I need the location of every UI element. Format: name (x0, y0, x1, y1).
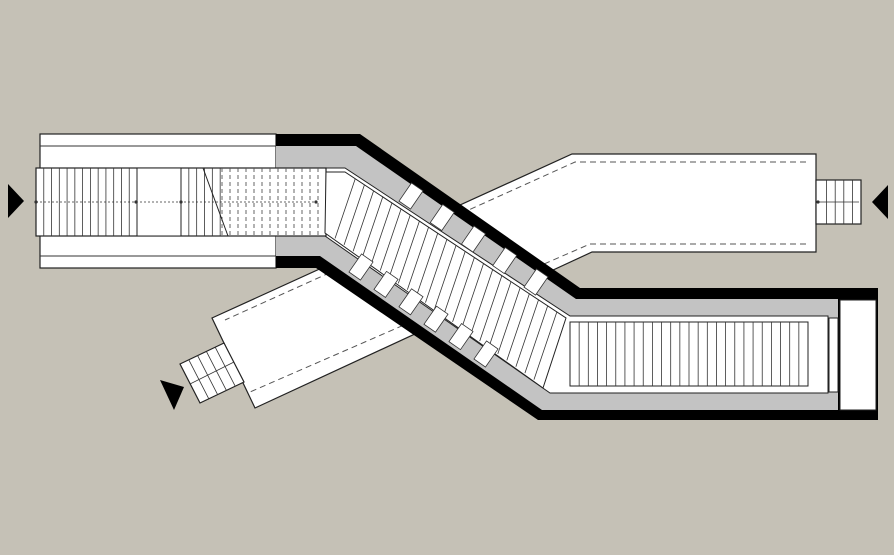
stair-diagonal-tread (370, 203, 393, 265)
stair-diagonal-treads (334, 178, 558, 380)
column-lower (373, 270, 399, 298)
stair-diagonal-tread (361, 197, 384, 258)
stair-west-walkline-dot-3 (179, 200, 183, 204)
column-upper (429, 203, 455, 232)
stair-diagonal-tread (524, 305, 549, 374)
column-upper (398, 182, 424, 210)
stair-east-small-walkline-dot (816, 200, 820, 204)
stair-diagonal-tread (425, 239, 448, 303)
columns-lower-row (348, 253, 499, 368)
entrance-west-arrow (8, 184, 24, 218)
column-lower (448, 323, 474, 351)
stair-diagonal-tread (515, 299, 539, 367)
stair-diagonal (324, 171, 567, 389)
stair-diagonal-tread (343, 184, 365, 245)
stair-west-walkline-dot-4 (314, 200, 318, 204)
east-end-window (828, 317, 839, 393)
stair-west-break-line (202, 167, 229, 237)
column-lower (423, 305, 449, 333)
stair-diagonal-tread (388, 215, 411, 278)
stair-diagonal-tread (533, 311, 558, 380)
stair-east-corridor-treads (578, 322, 800, 386)
stair-diagonal-outline (324, 171, 567, 389)
stair-diagonal-tread (488, 281, 512, 348)
stair-west (34, 167, 327, 237)
column-upper (492, 246, 518, 275)
stair-west-walkline-dot-2 (134, 200, 138, 204)
entrance-east-arrow (872, 185, 888, 219)
stair-west-hidden-treads (221, 168, 319, 236)
stair-diagonal-tread (506, 293, 530, 361)
stair-west-walkline-dot-1 (34, 200, 38, 204)
stair-diagonal-tread (379, 209, 402, 271)
lower-ramp-hidden-edge-south (249, 243, 806, 393)
stair-diagonal-tread (397, 221, 420, 284)
stair-southwest-small (179, 342, 245, 404)
stair-diagonal-tread (434, 245, 457, 310)
lower-ramp-hidden-edge-north (224, 161, 806, 321)
stair-east-small (815, 179, 862, 225)
stair-diagonal-tread (470, 269, 494, 335)
stair-diagonal-tread (443, 251, 466, 316)
column-lower (348, 253, 374, 281)
stair-diagonal-tread (334, 178, 356, 239)
columns-upper-row (398, 182, 549, 296)
entrance-southwest-arrow (160, 380, 184, 410)
stair-diagonal-tread (406, 227, 429, 290)
stair-west-mid-landing (136, 167, 182, 237)
stair-diagonal-tread (452, 257, 475, 322)
east-end-room-floor (839, 299, 877, 411)
column-lower (473, 340, 499, 368)
column-upper (523, 268, 549, 296)
stair-diagonal-tread (497, 287, 521, 355)
stair-diagonal-tread (461, 263, 484, 329)
stair-diagonal-tread (416, 233, 439, 297)
stair-diagonal-tread (479, 275, 503, 342)
column-upper (460, 225, 487, 253)
stair-diagonal-tread (352, 190, 374, 252)
stair-southwest-small-walkline (189, 361, 235, 385)
stair-east-corridor (569, 321, 809, 387)
column-lower (398, 288, 424, 316)
